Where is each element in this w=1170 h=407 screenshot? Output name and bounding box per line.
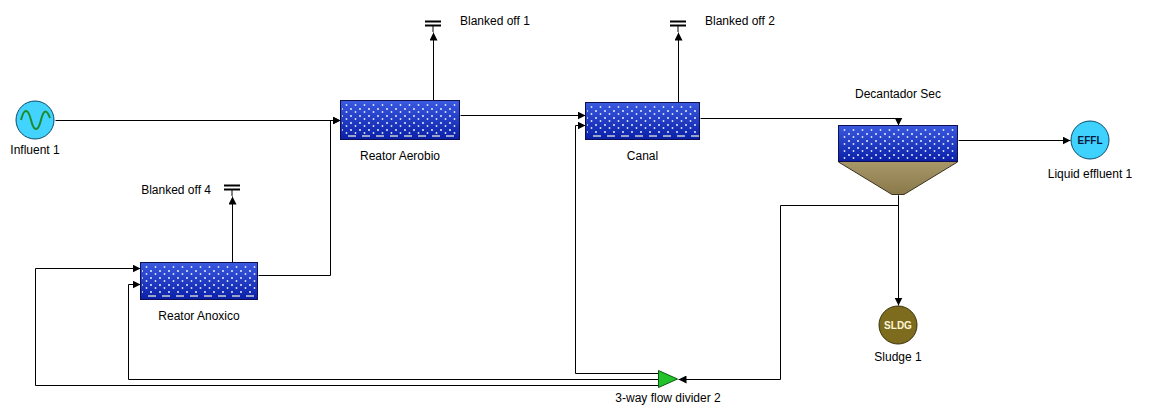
reactor-tank: Reator Anoxico <box>140 262 258 300</box>
node-label: Canal <box>627 150 658 163</box>
reactor-tank: Reator Aerobio <box>340 100 460 140</box>
flow-connector <box>461 115 586 116</box>
tri-icon <box>658 370 678 388</box>
flow-connector <box>36 269 659 386</box>
flow-connector <box>433 33 434 101</box>
tank-icon <box>340 100 460 140</box>
node-label: Blanked off 4 <box>141 184 211 197</box>
flow-connector <box>701 119 899 126</box>
blanked-off-node: Blanked off 4 <box>223 184 241 196</box>
clarifier: Decantador Sec <box>838 125 958 195</box>
sludge-node: SLDGSludge 1 <box>878 305 918 345</box>
node-label: 3-way flow divider 2 <box>615 392 720 405</box>
node-label: Reator Anoxico <box>158 310 239 323</box>
node-label: Reator Aerobio <box>360 150 440 163</box>
flow-divider: 3-way flow divider 2 <box>658 370 678 388</box>
effluent-node: EFFLLiquid effluent 1 <box>1070 120 1110 160</box>
flow-connector <box>959 140 1071 141</box>
tank-icon <box>140 262 258 300</box>
clar-icon <box>838 125 958 195</box>
node-label: Decantador Sec <box>855 88 941 101</box>
blank-icon <box>223 184 241 196</box>
flow-connector <box>898 196 899 306</box>
icon-code: SLDG <box>878 305 918 345</box>
flow-connector <box>679 196 899 380</box>
icon-code: EFFL <box>1070 120 1110 160</box>
flow-connector <box>232 197 233 263</box>
blank-icon <box>669 20 687 32</box>
flow-connector <box>576 126 659 374</box>
influent-icon <box>15 100 55 140</box>
node-label: Sludge 1 <box>874 351 921 364</box>
node-label: Blanked off 2 <box>705 15 775 28</box>
reactor-tank: Canal <box>585 102 700 140</box>
flow-connector <box>56 120 341 121</box>
tank-icon <box>585 102 700 140</box>
blanked-off-node: Blanked off 2 <box>669 20 687 32</box>
node-label: Blanked off 1 <box>460 15 530 28</box>
influent-node: Influent 1 <box>15 100 55 140</box>
blanked-off-node: Blanked off 1 <box>424 20 442 32</box>
blank-icon <box>424 20 442 32</box>
flow-connector <box>259 121 341 276</box>
node-label: Liquid effluent 1 <box>1048 168 1133 181</box>
node-label: Influent 1 <box>10 144 59 157</box>
flow-connector <box>678 33 679 103</box>
